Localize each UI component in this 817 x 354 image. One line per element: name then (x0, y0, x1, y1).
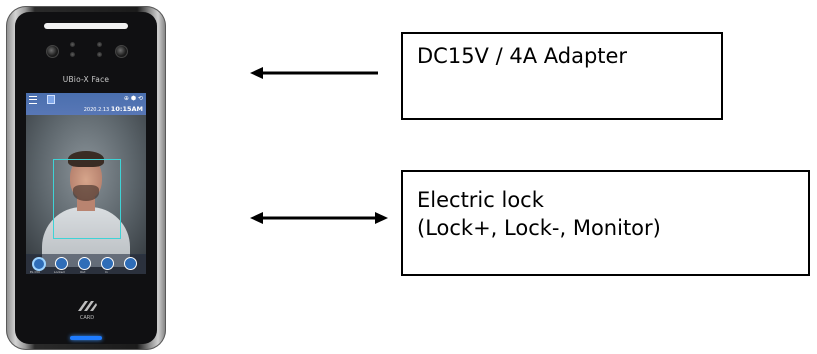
status-led (70, 336, 102, 340)
ir-sensor-icon (70, 52, 75, 57)
date-text: 2020.2.13 (84, 107, 109, 113)
lock-icon[interactable] (55, 257, 68, 270)
camera-feed (26, 115, 146, 255)
time-text: 10:15AM (111, 105, 143, 113)
device-screen: ⊕ ⬢ ⟲ 2020.2.13 10:15AM EL Ctrl Locked (26, 93, 146, 274)
brand-label: UBio-X Face (15, 75, 157, 84)
menu-icon (29, 96, 37, 104)
ir-sensor-icon (70, 42, 75, 47)
left-camera-icon (46, 45, 59, 58)
dock-label: Out (80, 270, 85, 274)
door-icon[interactable] (124, 257, 137, 270)
fingerprint-icon[interactable] (32, 257, 46, 271)
screen-dock: EL Ctrl Locked Out In (26, 254, 146, 274)
lock-label-line1: Electric lock (417, 186, 808, 214)
lock-label-line2: (Lock+, Lock-, Monitor) (417, 214, 808, 242)
brand-logo-icon: CARD (75, 299, 99, 321)
status-bar: ⊕ ⬢ ⟲ 2020.2.13 10:15AM (26, 93, 146, 115)
speaker-slot (44, 23, 128, 29)
electric-lock-box: Electric lock (Lock+, Lock-, Monitor) (401, 170, 810, 276)
card-icon (47, 95, 55, 104)
device-front-panel: UBio-X Face ⊕ ⬢ ⟲ 2020.2.13 10:15AM (15, 12, 157, 344)
right-camera-icon (115, 45, 128, 58)
enter-icon[interactable] (101, 257, 114, 270)
ir-sensor-icon (97, 42, 102, 47)
ir-sensor-icon (97, 52, 102, 57)
adapter-box: DC15V / 4A Adapter (401, 32, 723, 120)
exit-icon[interactable] (78, 257, 91, 270)
face-terminal-device: UBio-X Face ⊕ ⬢ ⟲ 2020.2.13 10:15AM (6, 6, 166, 350)
dock-label: In (105, 270, 108, 274)
face-detection-box (53, 159, 121, 239)
status-icons: ⊕ ⬢ ⟲ (124, 95, 143, 102)
adapter-label: DC15V / 4A Adapter (417, 42, 721, 70)
datetime: 2020.2.13 10:15AM (84, 105, 143, 113)
dock-label: Locked (54, 270, 64, 274)
arrow-bidirectional-icon (250, 210, 388, 226)
arrow-left-icon (250, 65, 382, 81)
dock-label: EL Ctrl (30, 270, 40, 274)
logo-text: CARD (80, 315, 94, 321)
